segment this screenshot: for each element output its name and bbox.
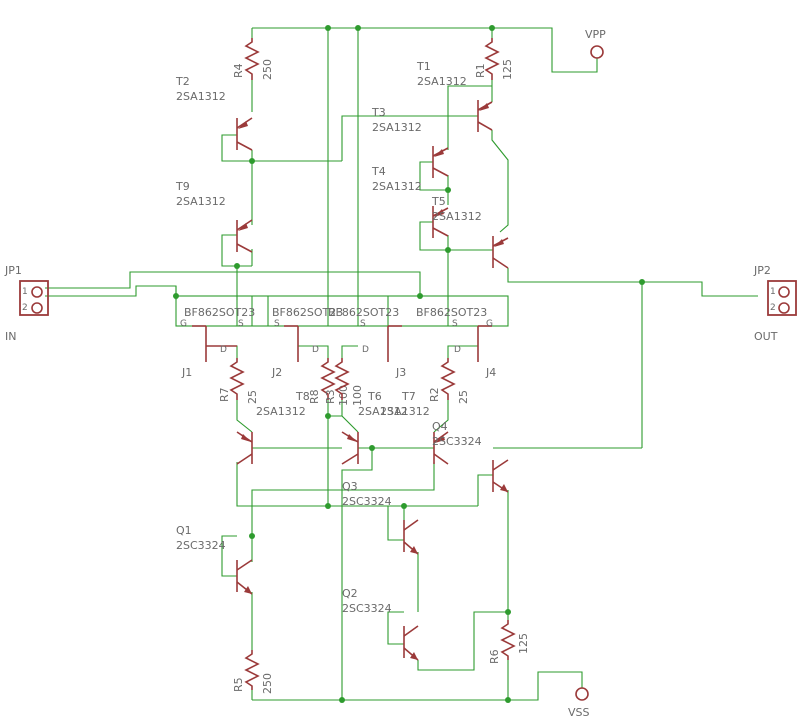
j1-drain: D xyxy=(220,345,227,355)
transistor-t9: T9 2SA1312 xyxy=(175,180,253,253)
supply-vpp: VPP xyxy=(585,28,606,59)
r5-value: 250 xyxy=(261,673,274,694)
q4-value: 2SC3324 xyxy=(432,435,482,448)
r4-value: 250 xyxy=(261,59,274,80)
q2-value: 2SC3324 xyxy=(342,602,392,615)
r2-label: R2 xyxy=(428,387,441,402)
t2-label: T2 xyxy=(175,75,190,88)
j3-source: S xyxy=(360,319,366,329)
r8-label: R8 xyxy=(308,389,321,404)
transistor-t2: T2 2SA1312 xyxy=(175,75,253,151)
q3-label: Q3 xyxy=(342,480,358,493)
j2-drain: D xyxy=(312,345,319,355)
t5-label: T5 xyxy=(431,195,446,208)
transistor-t1: T1 2SA1312 xyxy=(416,60,467,88)
jfet-j4: BF862SOT23 S G D J4 xyxy=(416,306,496,379)
transistor-t7: T7 2SA1312 xyxy=(380,390,449,465)
j1-gate: G xyxy=(180,319,187,329)
r5-label: R5 xyxy=(232,677,245,692)
transistor-t5: T5 2SA1312 xyxy=(431,195,482,238)
q2-label: Q2 xyxy=(342,587,358,600)
t1-label: T1 xyxy=(416,60,431,73)
q1-label: Q1 xyxy=(176,524,192,537)
transistor-q4: Q4 2SC3324 xyxy=(432,420,509,493)
j2-source: S xyxy=(274,319,280,329)
t9-value: 2SA1312 xyxy=(176,195,226,208)
jp1-pin2: 2 xyxy=(22,303,28,313)
t3-value: 2SA1312 xyxy=(372,121,422,134)
j4-drain: D xyxy=(454,345,461,355)
jfet-j3: BF862SOT23 S D J3 xyxy=(328,306,406,379)
transistor-q1: Q1 2SC3324 xyxy=(176,524,253,595)
t9-label: T9 xyxy=(175,180,190,193)
q3-value: 2SC3324 xyxy=(342,495,392,508)
j2-label: J2 xyxy=(271,366,282,379)
q4-label: Q4 xyxy=(432,420,448,433)
jp2-pin2: 2 xyxy=(770,303,776,313)
t7-value: 2SA1312 xyxy=(380,405,430,418)
r4-label: R4 xyxy=(232,63,245,78)
t4-label: T4 xyxy=(371,165,386,178)
r7-value: 25 xyxy=(246,390,259,404)
supply-vss: VSS xyxy=(568,687,590,719)
transistor-output-pnp xyxy=(492,236,509,269)
transistor-t8: T8 2SA1312 xyxy=(236,390,310,465)
j4-label: J4 xyxy=(485,366,496,379)
r8-value: 100 xyxy=(337,385,350,406)
jp1-signal: IN xyxy=(5,330,16,343)
j1-value: BF862SOT23 xyxy=(184,306,255,319)
transistor-t3: T3 2SA1312 xyxy=(371,100,493,134)
jfet-j2: BF862SOT23 S D J2 xyxy=(271,306,343,379)
j2-value: BF862SOT23 xyxy=(272,306,343,319)
t6-label: T6 xyxy=(367,390,382,403)
t4-value: 2SA1312 xyxy=(372,180,422,193)
r3-value: 100 xyxy=(351,385,364,406)
vpp-label: VPP xyxy=(585,28,606,41)
transistor-t6: T6 2SA1312 xyxy=(341,390,408,465)
jfet-j1: BF862SOT23 G S D J1 xyxy=(180,306,255,379)
transistor-t4: T4 2SA1312 xyxy=(371,146,449,193)
j1-source: S xyxy=(238,319,244,329)
r6-value: 125 xyxy=(517,633,530,654)
r1-value: 125 xyxy=(501,59,514,80)
t3-label: T3 xyxy=(371,106,386,119)
t8-label: T8 xyxy=(295,390,310,403)
jp2-label: JP2 xyxy=(753,264,771,277)
connector-jp1: JP1 1 2 IN xyxy=(4,264,49,343)
j3-label: J3 xyxy=(395,366,406,379)
r7-label: R7 xyxy=(218,387,231,402)
jp2-pin1: 1 xyxy=(770,287,776,297)
j1-label: J1 xyxy=(181,366,192,379)
vss-label: VSS xyxy=(568,706,590,719)
wires xyxy=(45,27,758,701)
t7-label: T7 xyxy=(401,390,416,403)
r1-label: R1 xyxy=(474,63,487,78)
t8-value: 2SA1312 xyxy=(256,405,306,418)
transistor-q3: Q3 2SC3324 xyxy=(342,480,419,555)
r2-value: 25 xyxy=(457,390,470,404)
transistor-q2: Q2 2SC3324 xyxy=(342,587,419,661)
r6-label: R6 xyxy=(488,649,501,664)
j4-source: S xyxy=(452,319,458,329)
jp2-signal: OUT xyxy=(754,330,778,343)
jp1-label: JP1 xyxy=(4,264,22,277)
junctions xyxy=(173,25,645,703)
t5-value: 2SA1312 xyxy=(432,210,482,223)
j4-gate: G xyxy=(486,319,493,329)
t6-value: 2SA1312 xyxy=(358,405,408,418)
t2-value: 2SA1312 xyxy=(176,90,226,103)
j4-value: BF862SOT23 xyxy=(416,306,487,319)
jp1-pin1: 1 xyxy=(22,287,28,297)
t1-value: 2SA1312 xyxy=(417,75,467,88)
resistors: R4 250 R1 125 R7 25 R8 100 R3 100 R2 25 … xyxy=(218,38,530,694)
r3-label: R3 xyxy=(324,389,337,404)
q1-value: 2SC3324 xyxy=(176,539,226,552)
j3-value: BF862SOT23 xyxy=(328,306,399,319)
j3-drain: D xyxy=(362,345,369,355)
connector-jp2: JP2 1 2 OUT xyxy=(753,264,797,343)
